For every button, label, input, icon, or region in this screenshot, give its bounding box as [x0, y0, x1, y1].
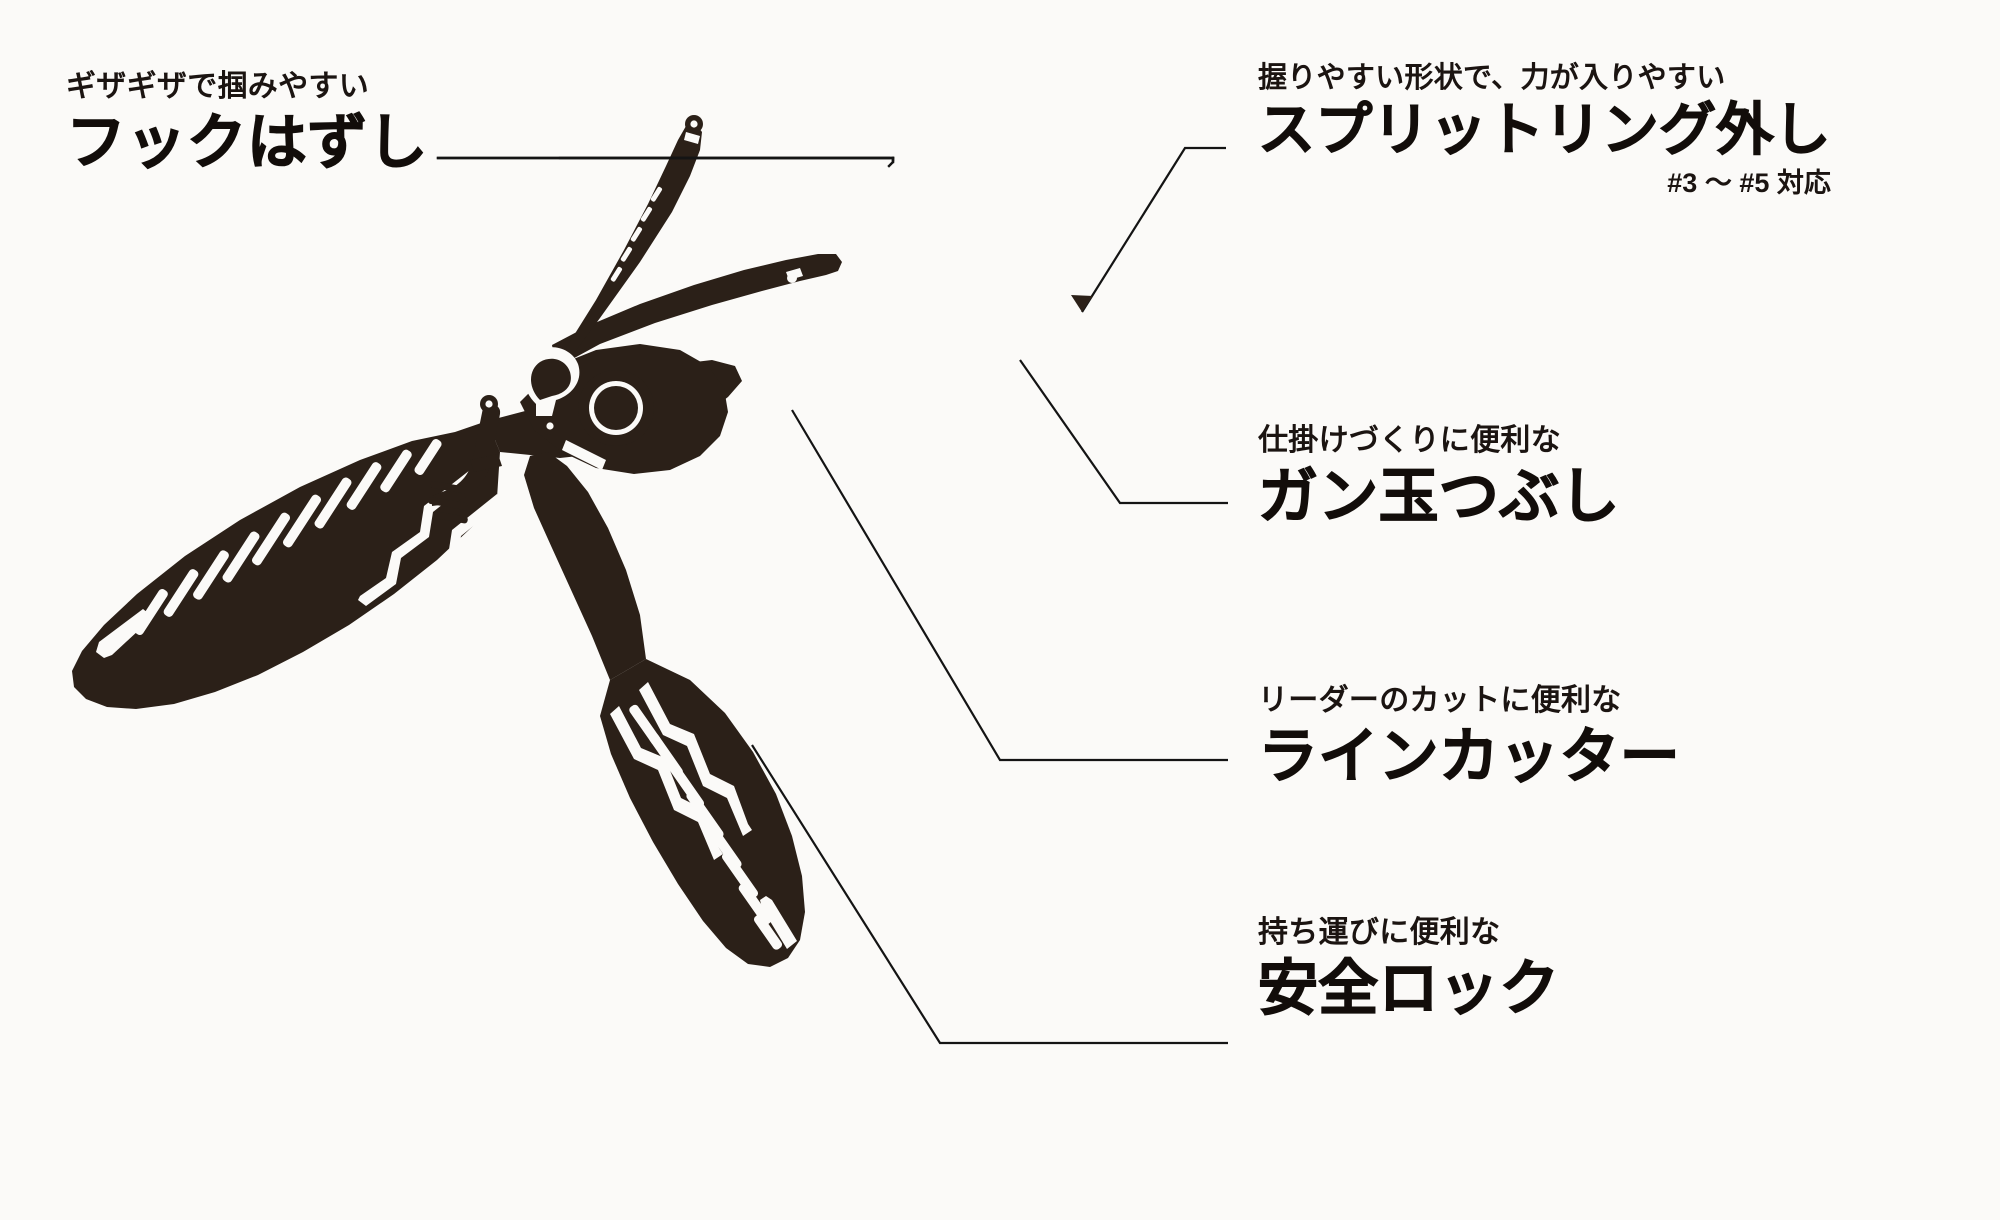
callout-split-ring-opener-note: #3 〜 #5 対応 [1667, 168, 1831, 199]
callout-line-cutter-title: ラインカッター [1257, 722, 1681, 790]
callout-split-shot-crimper-sub: 仕掛けづくりに便利な [1258, 424, 1561, 457]
callout-split-ring-opener-title: スプリットリング外し [1257, 98, 1831, 163]
leader-split-shot [1019, 359, 1228, 505]
lower-right-arm [524, 452, 646, 680]
pivot-head [520, 344, 728, 474]
upper-right-arm [552, 254, 842, 368]
callout-split-ring-opener: 握りやすい形状で、力が入りやすい スプリットリング外し #3 〜 #5 対応 [1257, 62, 1831, 226]
callout-split-shot-crimper-title: ガン玉つぶし [1257, 462, 1620, 530]
safety-lock-lever [428, 395, 502, 524]
callout-line-cutter-sub: リーダーのカットに便利な [1258, 684, 1622, 717]
leader-split-ring [1081, 146, 1226, 313]
leader-line-cutter [791, 409, 1228, 762]
callout-split-shot-crimper: 仕掛けづくりに便利な ガン玉つぶし [1257, 424, 1620, 530]
cutter-pin [541, 417, 559, 435]
callout-line-cutter: リーダーのカットに便利な ラインカッター [1257, 684, 1681, 790]
callout-safety-lock-sub: 持ち運びに便利な [1258, 916, 1501, 949]
lower-right-handle [600, 659, 805, 967]
callout-hook-remover-sub: ギザギザで掴みやすい [66, 70, 369, 103]
callout-hook-remover-title: フックはずし [65, 108, 428, 176]
callout-safety-lock: 持ち運びに便利な 安全ロック [1257, 916, 1560, 1022]
callout-safety-lock-title: 安全ロック [1257, 954, 1560, 1022]
long-nose-jaw [560, 115, 703, 372]
upper-left-handle [72, 421, 504, 709]
callout-split-ring-opener-sub: 握りやすい形状で、力が入りやすい [1258, 62, 1726, 94]
callout-hook-remover: ギザギザで掴みやすい フックはずし [65, 70, 428, 176]
leader-safety-lock [751, 744, 1228, 1045]
